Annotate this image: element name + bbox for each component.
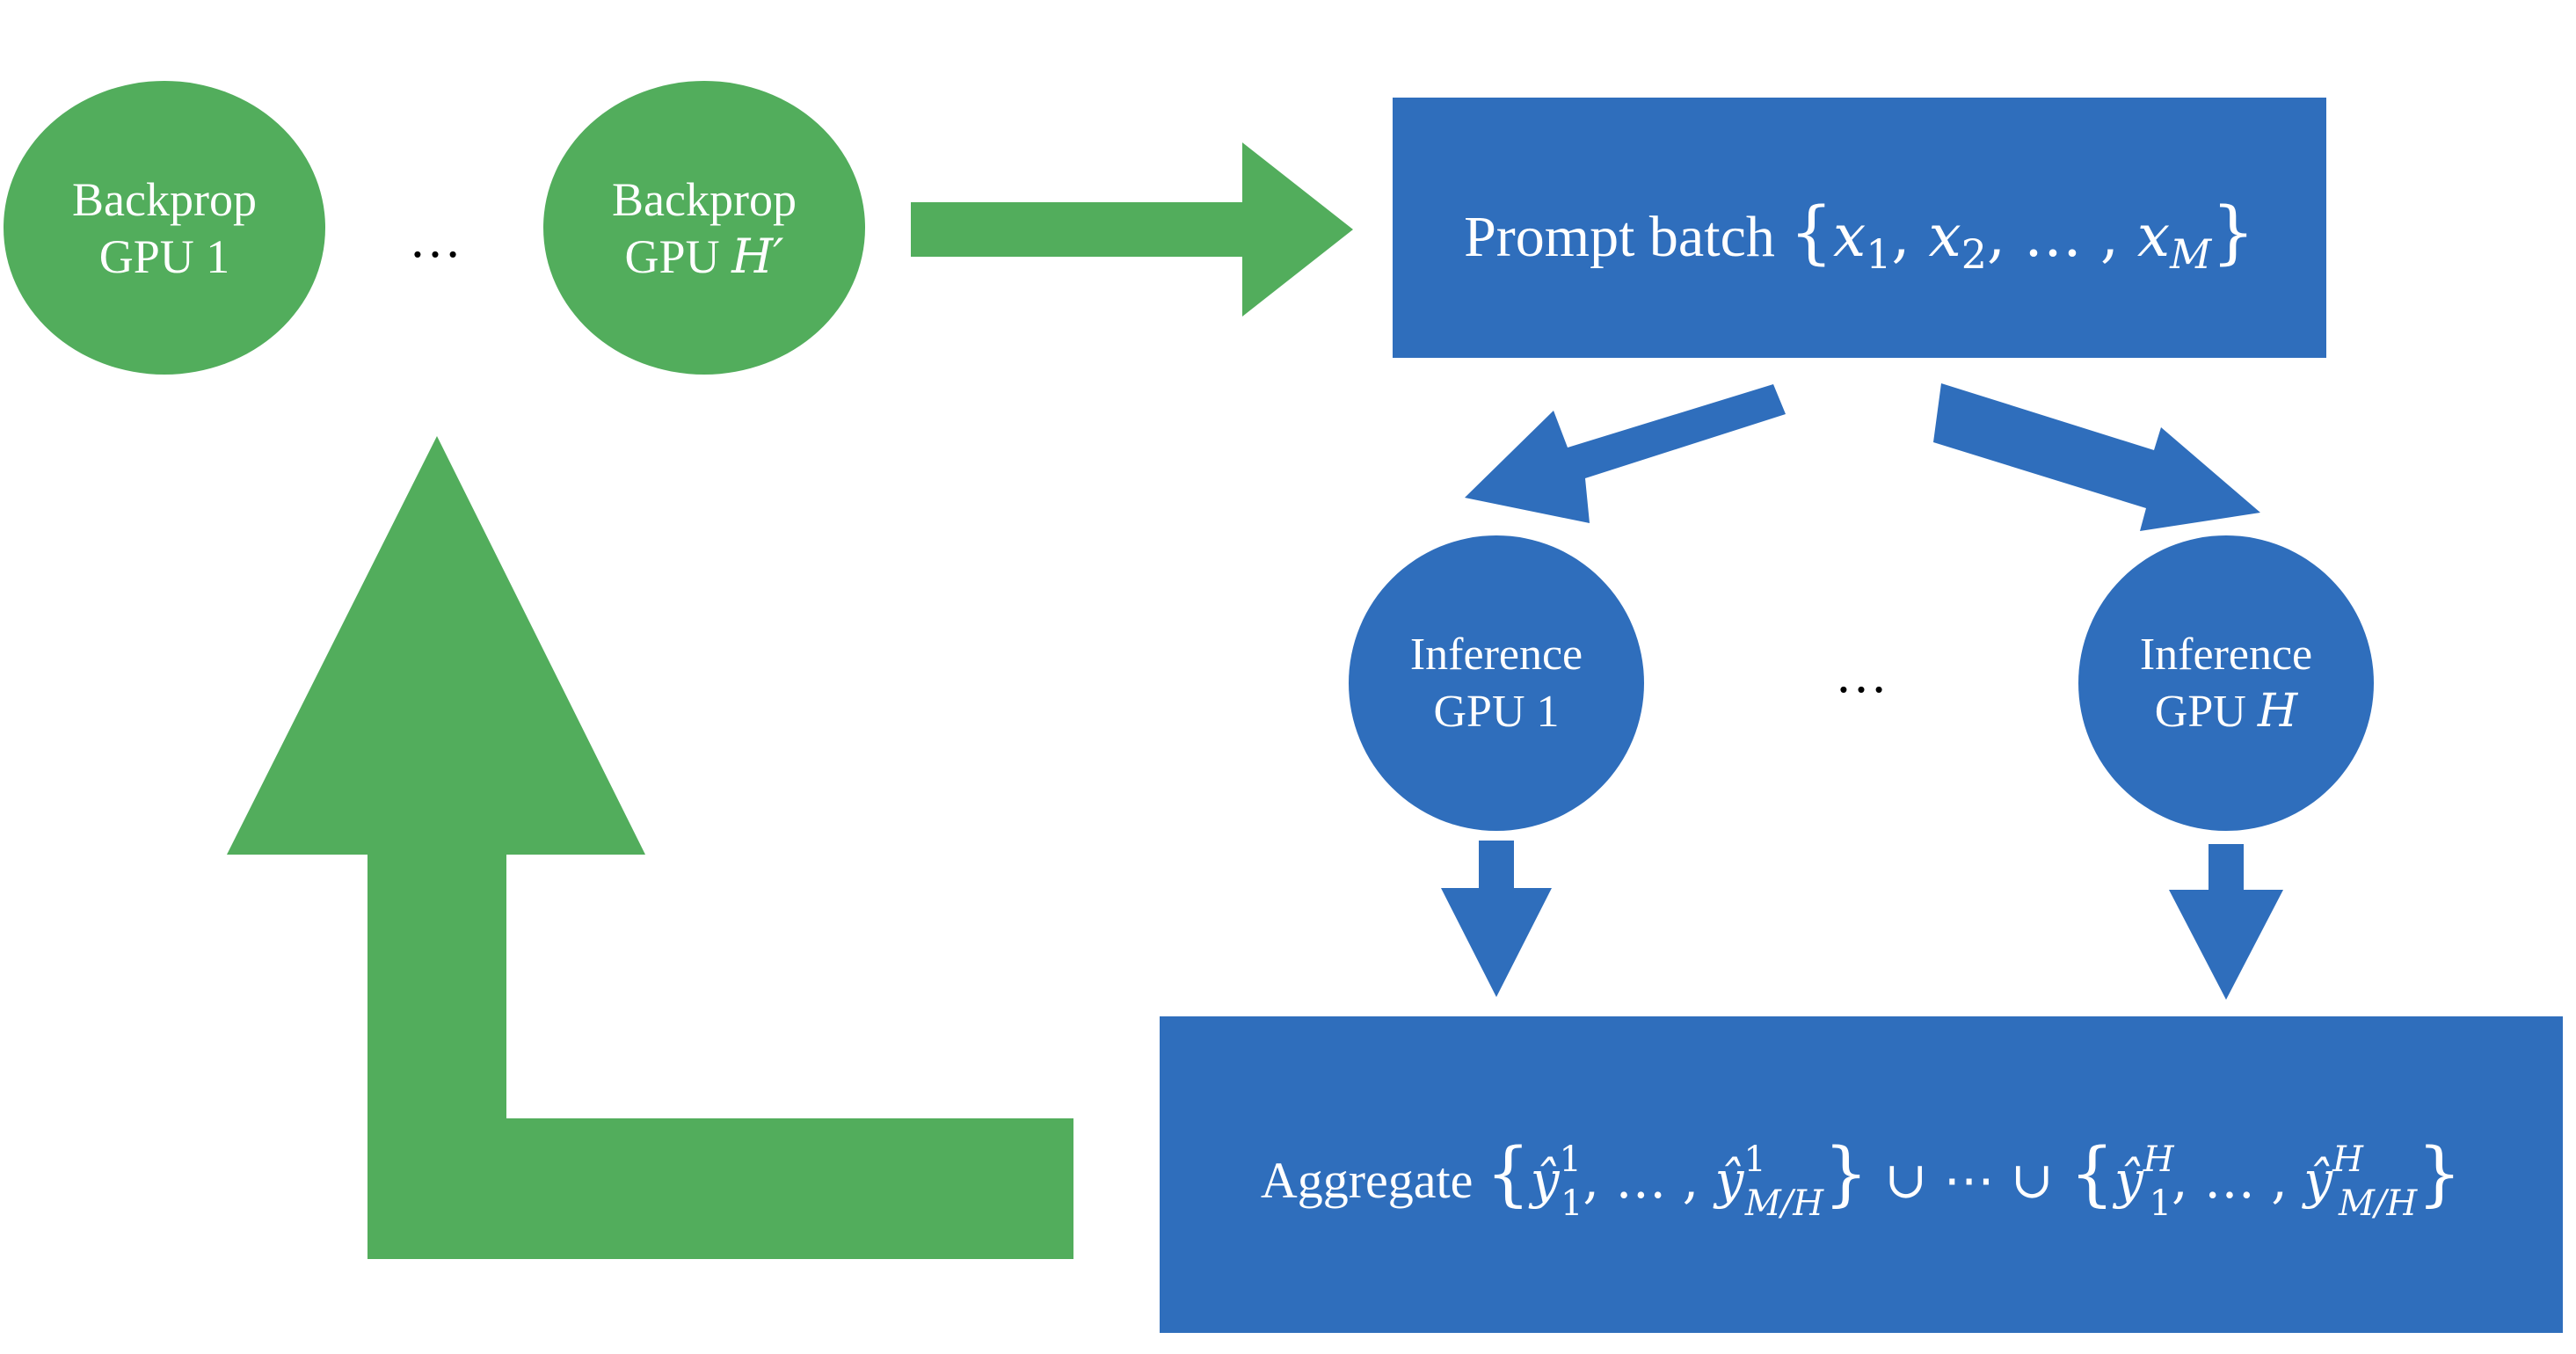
inference-gpu-h-line1: Inference [2140, 630, 2312, 680]
backprop-gpu-1-node: Backprop GPU 1 [4, 81, 325, 375]
inference-gpu-1-line2: GPU 1 [1433, 687, 1559, 737]
prompt-batch-label: Prompt batch {x1, x2, … , xM} [1464, 193, 2255, 278]
connectors [227, 142, 2283, 1259]
h-variable: H [2257, 685, 2299, 738]
inference-gpu-h-node: Inference GPU H [2078, 535, 2374, 831]
arrow-down-icon [1441, 841, 1552, 997]
inference-gpus-ellipsis: … [1835, 645, 1888, 703]
backprop-gpus-ellipsis: … [409, 210, 462, 268]
arrow-up-bent-icon [227, 436, 1073, 1259]
arrow-down-icon [2169, 844, 2283, 1000]
inference-gpu-h-line2: GPU H [2155, 685, 2299, 738]
arrow-down-right-icon [1933, 383, 2260, 531]
arrow-right-icon [911, 142, 1353, 317]
inference-gpu-1-node: Inference GPU 1 [1349, 535, 1644, 831]
inference-gpu-1-line1: Inference [1410, 630, 1583, 680]
backprop-gpu-h-prime-line1: Backprop [612, 173, 797, 226]
prompt-batch-box: Prompt batch {x1, x2, … , xM} [1393, 98, 2326, 358]
backprop-gpu-h-prime-node: Backprop GPU H′ [543, 81, 865, 375]
h-prime-variable: H′ [731, 229, 783, 284]
backprop-gpu-h-prime-line2: GPU H′ [625, 229, 784, 284]
backprop-gpu-1-line2: GPU 1 [99, 230, 230, 283]
backprop-gpu-1-line1: Backprop [72, 173, 257, 226]
arrow-down-left-icon [1465, 384, 1786, 523]
